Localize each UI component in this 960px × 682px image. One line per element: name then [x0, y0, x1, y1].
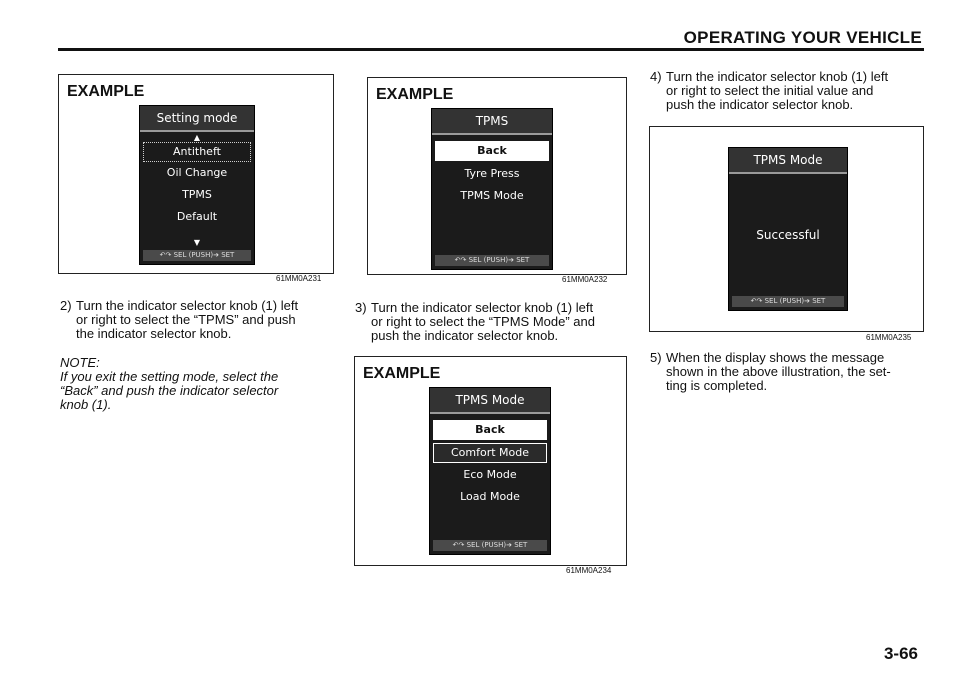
example-panel-setting-mode: EXAMPLE Setting mode ▲ Antitheft Oil Cha…: [58, 74, 334, 274]
menu-item: Tyre Press: [464, 167, 520, 180]
display-screen: TPMS Mode Successful ↶↷ SEL (PUSH)➔ SET: [728, 147, 848, 311]
step-number: 5): [650, 350, 662, 365]
step-line: ting is completed.: [666, 378, 768, 393]
step-text: Turn the indicator selector knob (1) lef…: [76, 299, 298, 341]
screen-title: TPMS Mode: [430, 388, 550, 414]
step-number: 2): [60, 298, 72, 313]
up-arrow-icon: ▲: [193, 133, 201, 142]
step-line: shown in the above illustration, the set…: [666, 364, 891, 379]
step-line: the indicator selector knob.: [76, 326, 232, 341]
step-line: or right to select the “TPMS” and push: [76, 312, 296, 327]
down-arrow-icon: ▼: [193, 238, 201, 247]
screen-footer: ↶↷ SEL (PUSH)➔ SET: [435, 255, 549, 266]
note: NOTE: If you exit the setting mode, sele…: [60, 356, 340, 412]
step-number: 4): [650, 69, 662, 84]
step-line: Turn the indicator selector knob (1) lef…: [371, 300, 594, 315]
panel-label: EXAMPLE: [376, 86, 454, 103]
menu-item: Load Mode: [460, 490, 520, 503]
menu-item: Eco Mode: [463, 468, 517, 481]
panel-label: EXAMPLE: [67, 83, 145, 100]
status-message: Successful: [756, 228, 820, 242]
display-screen: TPMS Mode Back Comfort Mode Eco Mode Loa…: [429, 387, 551, 555]
step-text: Turn the indicator selector knob (1) lef…: [371, 301, 595, 343]
step-text: When the display shows the message shown…: [666, 351, 891, 393]
example-panel-tpms: EXAMPLE TPMS Back Tyre Press TPMS Mode ↶…: [367, 77, 627, 275]
step-4: 4) Turn the indicator selector knob (1) …: [650, 70, 930, 116]
note-line: knob (1).: [60, 397, 112, 412]
header-rule: [58, 48, 924, 51]
section-title: OPERATING YOUR VEHICLE: [683, 28, 922, 47]
example-panel-successful: TPMS Mode Successful ↶↷ SEL (PUSH)➔ SET: [649, 126, 924, 332]
selected-item: Antitheft: [143, 142, 251, 162]
figure-code: 61MM0A231: [276, 274, 322, 283]
menu-item: Default: [176, 210, 218, 223]
step-text: Turn the indicator selector knob (1) lef…: [666, 70, 888, 112]
page-number: 3-66: [883, 644, 918, 663]
step-line: Turn the indicator selector knob (1) lef…: [666, 69, 889, 84]
figure-code: 61MM0A235: [866, 333, 912, 342]
step-number: 3): [355, 300, 367, 315]
figure-code: 61MM0A234: [566, 566, 612, 575]
step-line: push the indicator selector knob.: [371, 328, 559, 343]
step-line: or right to select the initial value and: [666, 83, 874, 98]
note-line: If you exit the setting mode, select the: [60, 369, 279, 384]
screen-footer: ↶↷ SEL (PUSH)➔ SET: [143, 250, 251, 261]
step-line: push the indicator selector knob.: [666, 97, 854, 112]
screen-footer: ↶↷ SEL (PUSH)➔ SET: [433, 540, 547, 551]
step-3: 3) Turn the indicator selector knob (1) …: [355, 301, 635, 347]
menu-item: Oil Change: [166, 166, 228, 179]
note-label: NOTE:: [60, 355, 100, 370]
display-screen: TPMS Back Tyre Press TPMS Mode ↶↷ SEL (P…: [431, 108, 553, 270]
selected-item: Back: [435, 141, 549, 161]
example-panel-tpms-mode: EXAMPLE TPMS Mode Back Comfort Mode Eco …: [354, 356, 627, 566]
back-item: Back: [433, 420, 547, 440]
step-2: 2) Turn the indicator selector knob (1) …: [60, 299, 340, 345]
screen-title: Setting mode: [140, 106, 254, 132]
figure-code: 61MM0A232: [562, 275, 608, 284]
selected-item: Comfort Mode: [433, 443, 547, 463]
step-line: When the display shows the message: [666, 350, 885, 365]
screen-title: TPMS: [432, 109, 552, 135]
step-line: Turn the indicator selector knob (1) lef…: [76, 298, 299, 313]
menu-item: TPMS Mode: [460, 189, 524, 202]
screen-title: TPMS Mode: [729, 148, 847, 174]
step-5: 5) When the display shows the message sh…: [650, 351, 930, 397]
note-line: “Back” and push the indicator selector: [60, 383, 279, 398]
step-line: or right to select the “TPMS Mode” and: [371, 314, 595, 329]
display-screen: Setting mode ▲ Antitheft Oil Change TPMS…: [139, 105, 255, 265]
menu-item: TPMS: [182, 188, 212, 201]
panel-label: EXAMPLE: [363, 365, 441, 382]
screen-footer: ↶↷ SEL (PUSH)➔ SET: [732, 296, 844, 307]
